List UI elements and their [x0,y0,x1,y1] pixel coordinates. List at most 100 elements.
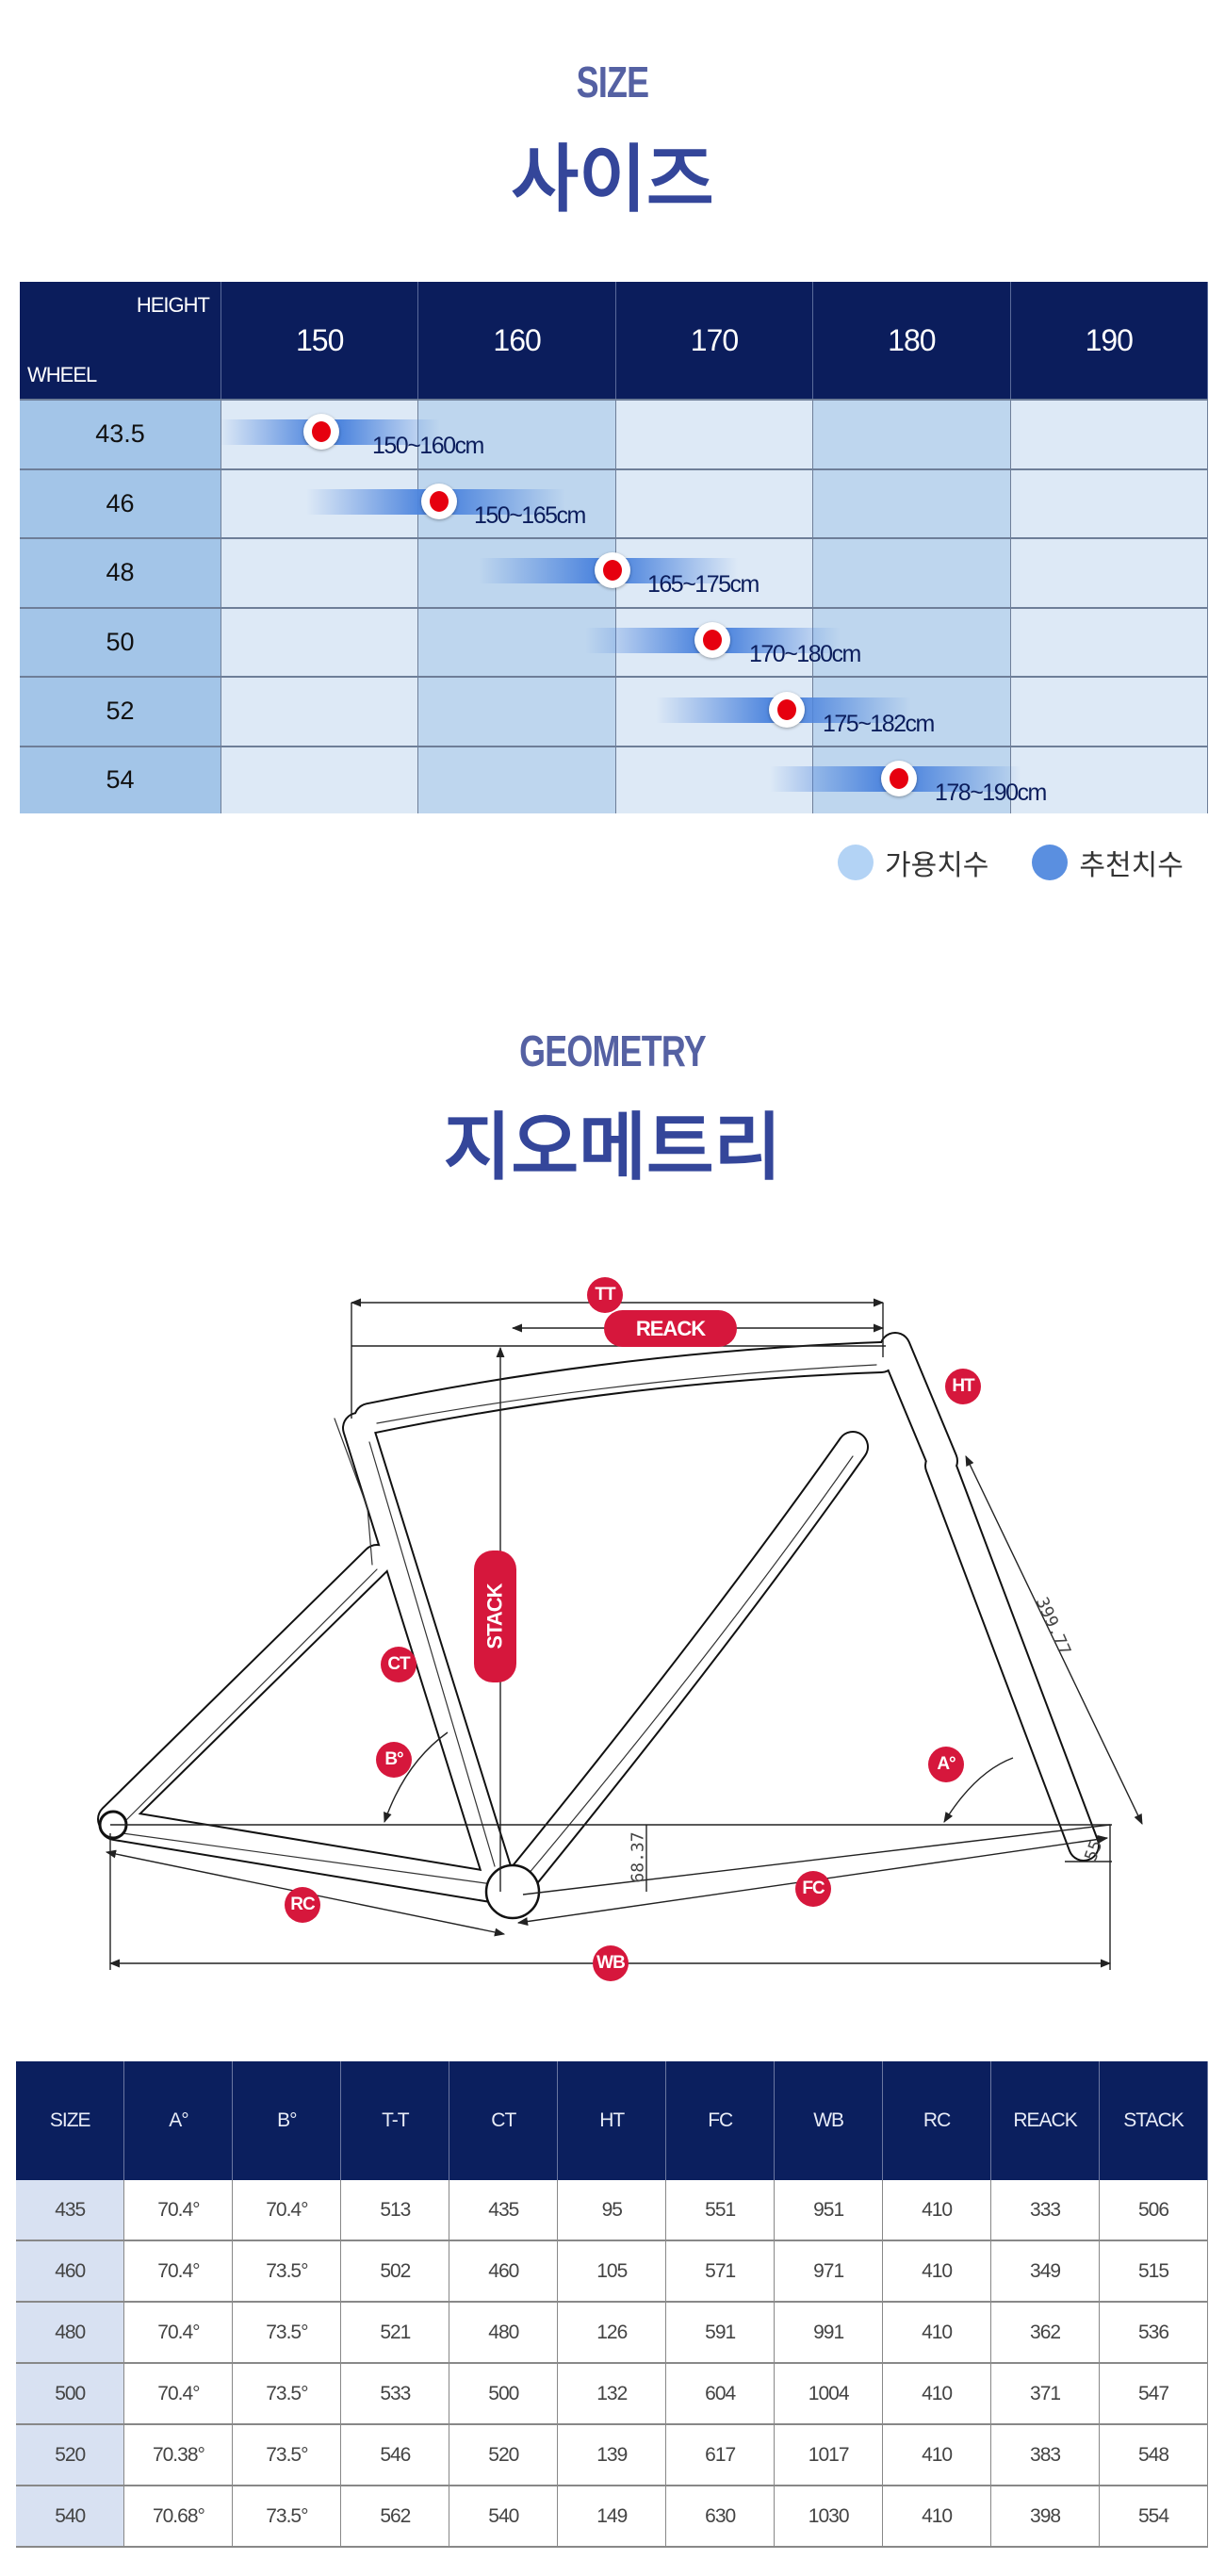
value-cell: 547 [1099,2363,1208,2425]
value-cell: 70.4° [232,2180,342,2241]
height-cell [1010,745,1209,813]
value-cell: 971 [774,2240,884,2303]
value-cell: 139 [557,2424,667,2486]
value-cell: 551 [665,2180,776,2241]
wheel-size-cell: 48 [20,537,221,608]
height-header: 160 [417,282,616,400]
value-cell: 554 [1099,2486,1208,2548]
value-cell: 502 [340,2240,450,2303]
column-header: CT [449,2061,559,2180]
value-cell: 460 [449,2240,559,2303]
bb-drop-value: 68.37 [628,1831,648,1883]
reack-label: REACK [604,1310,737,1347]
value-cell: 515 [1099,2240,1208,2303]
height-cell [812,399,1011,469]
range-label: 150~165cm [474,502,586,529]
value-cell: 604 [665,2363,776,2425]
available-size-swatch-icon [838,845,874,880]
size-cell: 460 [16,2240,125,2303]
value-cell: 126 [557,2302,667,2364]
value-cell: 500 [449,2363,559,2425]
value-cell: 70.4° [123,2240,234,2303]
height-cell [220,468,419,539]
dimension-lines [105,1298,1143,1970]
recommended-dot-icon [421,484,457,519]
recommended-dot-icon [881,761,917,796]
height-header: 190 [1010,282,1209,400]
value-cell: 70.38° [123,2424,234,2486]
recommended-dot-icon [303,414,339,450]
geometry-title: 지오메트리 [443,1106,782,1190]
height-header: 170 [615,282,814,400]
value-cell: 546 [340,2424,450,2486]
size-eyebrow: SIZE [576,57,649,107]
stack-label-text: STACK [482,1583,507,1649]
value-cell: 398 [990,2486,1101,2548]
value-cell: 540 [449,2486,559,2548]
value-cell: 383 [990,2424,1101,2486]
value-cell: 533 [340,2363,450,2425]
value-cell: 591 [665,2302,776,2364]
value-cell: 480 [449,2302,559,2364]
height-cell [812,468,1011,539]
value-cell: 371 [990,2363,1101,2425]
value-cell: 435 [449,2180,559,2241]
height-cell [1010,399,1209,469]
a-angle-label: A° [928,1747,964,1782]
value-cell: 132 [557,2363,667,2425]
recommended-dot-icon [769,692,805,728]
value-cell: 70.68° [123,2486,234,2548]
range-label: 165~175cm [647,571,760,598]
recommended-size-swatch-icon [1032,845,1069,880]
value-cell: 548 [1099,2424,1208,2486]
value-cell: 1017 [774,2424,884,2486]
value-cell: 410 [882,2363,992,2425]
height-cell [417,399,616,469]
value-cell: 95 [557,2180,667,2241]
value-cell: 73.5° [232,2302,342,2364]
wheel-size-cell: 50 [20,606,221,678]
column-header: B° [232,2061,342,2180]
height-cell [1010,537,1209,608]
column-header: FC [665,2061,776,2180]
height-cell [1010,676,1209,747]
value-cell: 520 [449,2424,559,2486]
value-cell: 410 [882,2240,992,2303]
size-cell: 500 [16,2363,125,2425]
column-header: STACK [1099,2061,1208,2180]
column-header: RC [882,2061,992,2180]
column-header: WB [774,2061,884,2180]
value-cell: 951 [774,2180,884,2241]
column-header: HT [557,2061,667,2180]
column-header: REACK [990,2061,1101,2180]
value-cell: 73.5° [232,2424,342,2486]
size-row: 48 [20,537,1209,608]
height-cell [1010,468,1209,539]
corner-header: HEIGHT WHEEL [20,282,221,400]
recommended-dot-icon [595,552,630,588]
column-header: A° [123,2061,234,2180]
geometry-eyebrow: GEOMETRY [519,1026,707,1075]
range-label: 178~190cm [935,779,1047,806]
height-cell [417,676,616,747]
legend: 가용치수 추천치수 [838,842,1184,883]
wheel-size-cell: 46 [20,468,221,539]
value-cell: 562 [340,2486,450,2548]
value-cell: 73.5° [232,2240,342,2303]
value-cell: 333 [990,2180,1101,2241]
value-cell: 410 [882,2302,992,2364]
column-header: SIZE [16,2061,125,2180]
height-cell [812,606,1011,678]
fc-label: FC [795,1871,831,1907]
value-cell: 630 [665,2486,776,2548]
height-header: 180 [812,282,1011,400]
value-cell: 410 [882,2424,992,2486]
value-cell: 70.4° [123,2363,234,2425]
